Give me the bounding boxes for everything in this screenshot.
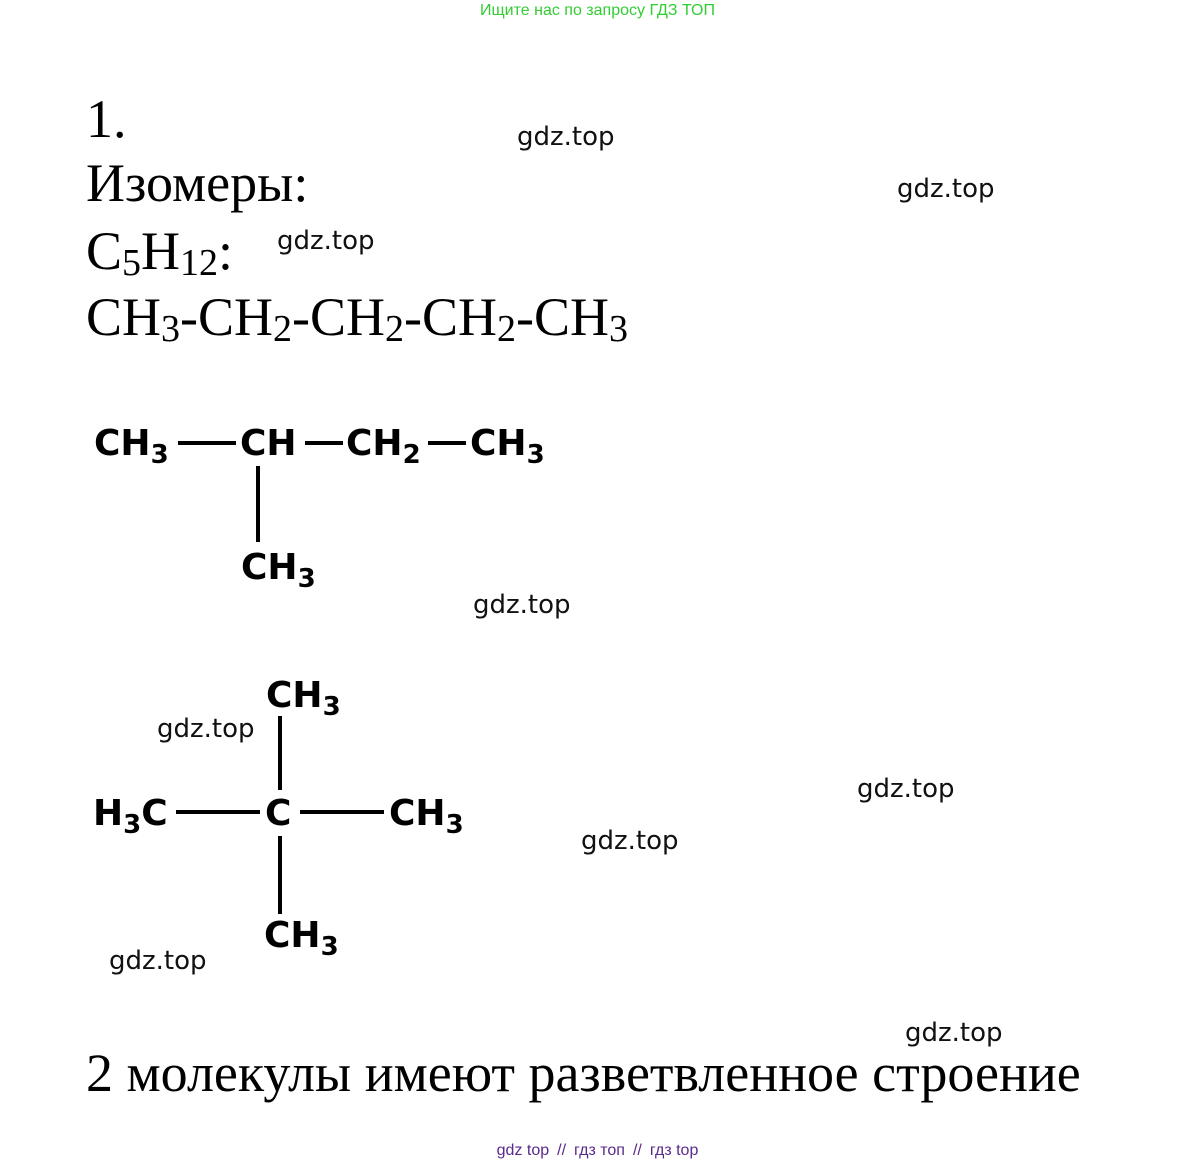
watermark: gdz.top [905,1018,1003,1048]
isopentane-ch2: CH2 [346,423,421,470]
footer-link[interactable]: gdz top [496,1142,550,1159]
isopentane-ch3-left: CH3 [94,423,169,470]
neopentane-bond-top [278,716,282,790]
neopentane-ch3-right: CH3 [389,793,464,840]
isopentane-bond-2 [305,441,343,445]
watermark: gdz.top [857,774,955,804]
watermark: gdz.top [109,946,207,976]
watermark: gdz.top [157,714,255,744]
neopentane-h3c: H3C [93,793,168,840]
watermark: gdz.top [581,826,679,856]
isopentane-ch3-right: CH3 [470,423,545,470]
neopentane-bond-right [300,810,384,814]
footer-link[interactable]: гдз топ [574,1142,625,1159]
neopentane-ch3-top: CH3 [266,675,341,722]
watermark: gdz.top [473,590,571,620]
pentane-linear-formula: CH3-CH2-CH2-CH2-CH3 [86,287,629,350]
isopentane-bond-3 [428,441,466,445]
conclusion-text: 2 молекулы имеют разветвленное строение [86,1043,1081,1103]
watermark: gdz.top [277,226,375,256]
isopentane-bond-1 [178,441,236,445]
watermark: gdz.top [897,174,995,204]
neopentane-center-c: C [265,793,292,834]
isopentane-ch: CH [240,423,297,464]
isomers-heading: Изомеры: [86,153,309,213]
neopentane-bond-bottom [278,836,282,914]
footer-links: gdz top // гдз топ // гдз top [0,1142,1195,1160]
task-number: 1. [86,89,127,149]
footer-separator: // [632,1142,642,1159]
isopentane-ch3-bottom: CH3 [241,547,316,594]
neopentane-ch3-bottom: CH3 [264,915,339,962]
footer-link[interactable]: гдз top [649,1142,699,1159]
isopentane-bond-vertical [256,466,260,542]
search-banner: Ищите нас по запросу ГДЗ ТОП [480,2,715,19]
footer-separator: // [557,1142,567,1159]
watermark: gdz.top [517,122,615,152]
molecular-formula: C5H12: [86,221,234,284]
neopentane-bond-left [176,810,260,814]
